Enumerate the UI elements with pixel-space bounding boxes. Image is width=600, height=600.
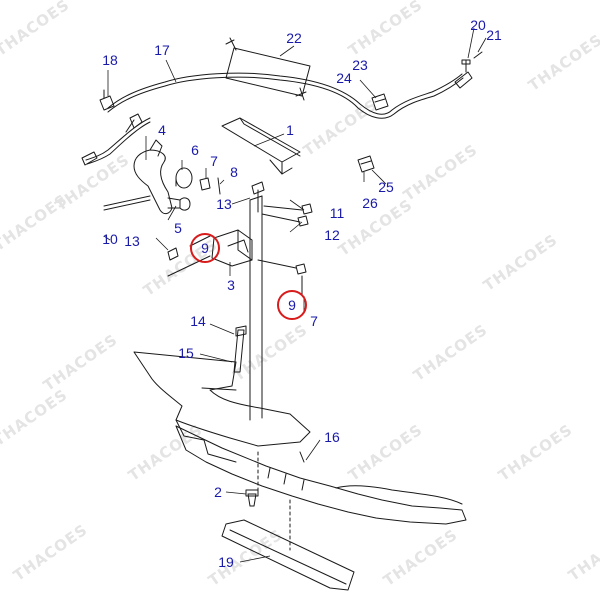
lever-bar [221, 117, 301, 163]
callout-24: 24 [336, 70, 352, 86]
cable-clamp-25 [357, 155, 375, 173]
callout-23: 23 [352, 57, 368, 73]
callout-20: 20 [470, 17, 486, 33]
callout-13b: 13 [124, 233, 140, 249]
bolt-14 [233, 329, 245, 373]
bushing-5 [179, 197, 191, 211]
callout-9b: 9 [288, 297, 296, 313]
highlight-circle-9a [190, 233, 220, 263]
callout-16: 16 [324, 429, 340, 445]
callout-13a: 13 [216, 196, 232, 212]
callout-14: 14 [190, 313, 206, 329]
bolt-12 [297, 215, 309, 227]
callout-3: 3 [227, 277, 235, 293]
cable-end [454, 71, 473, 89]
cable-clamp-23 [371, 93, 389, 111]
pedal-bracket [133, 351, 311, 447]
bracket-plate [225, 47, 311, 97]
callout-19: 19 [218, 554, 234, 570]
callout-4: 4 [158, 122, 166, 138]
callout-12: 12 [324, 227, 340, 243]
callout-9a: 9 [201, 240, 209, 256]
callout-7b: 7 [310, 313, 318, 329]
callout-25: 25 [378, 179, 394, 195]
callout-11: 11 [330, 205, 345, 221]
vertical-post [249, 195, 263, 421]
callout-17: 17 [154, 42, 170, 58]
callout-7a: 7 [210, 153, 218, 169]
callout-6: 6 [191, 142, 199, 158]
callout-21: 21 [486, 27, 502, 43]
bolt-18 [99, 95, 115, 111]
callout-26: 26 [362, 195, 378, 211]
callout-8: 8 [230, 164, 238, 180]
pin-8 [217, 177, 221, 195]
callout-2: 2 [214, 484, 222, 500]
bolt-9-right [295, 263, 307, 275]
callout-5: 5 [174, 220, 182, 236]
lever-4 [133, 149, 173, 215]
callout-10: 10 [102, 231, 118, 247]
pad-19 [221, 519, 355, 591]
bolt-13-upper [251, 181, 265, 195]
callout-18: 18 [102, 52, 118, 68]
floor-plate [175, 425, 467, 525]
bolt-13-lower [167, 247, 179, 261]
control-cable [107, 72, 463, 115]
rod-10 [103, 195, 151, 211]
callout-1: 1 [286, 122, 294, 138]
callout-15: 15 [178, 345, 194, 361]
washer-7 [199, 177, 211, 191]
callout-22: 22 [286, 30, 302, 46]
cable-clamp [129, 113, 143, 129]
highlight-circle-9b [277, 290, 307, 320]
bolt-11 [301, 203, 313, 215]
bolt-2 [247, 493, 257, 507]
bushing-6 [175, 167, 193, 189]
